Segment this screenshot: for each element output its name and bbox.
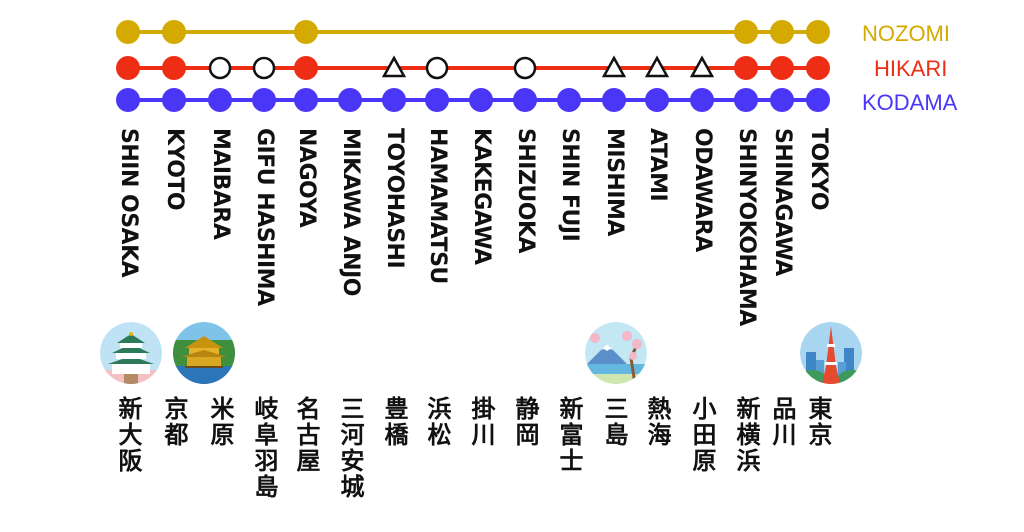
hikari-few-stop-triangle-icon bbox=[644, 55, 670, 78]
hikari-stop-marker bbox=[294, 56, 318, 80]
station-name-en: KAKEGAWA bbox=[469, 128, 494, 265]
station-name-en: TOKYO bbox=[806, 128, 831, 211]
nozomi-stop-marker bbox=[770, 20, 794, 44]
station-name-en: SHIN OSAKA bbox=[116, 128, 141, 278]
nozomi-stop-marker bbox=[294, 20, 318, 44]
kodama-stop-marker bbox=[734, 88, 758, 112]
kodama-stop-marker bbox=[602, 88, 626, 112]
legend-hikari: HIKARI bbox=[874, 56, 948, 81]
station-name-jp: 新富士 bbox=[555, 396, 583, 474]
station-name-en: MAIBARA bbox=[208, 128, 233, 240]
station-mishima: MISHIMA 三島 bbox=[594, 0, 634, 532]
station-shinagawa: SHINAGAWA 品川 bbox=[762, 0, 802, 532]
station-name-en: SHIN FUJI bbox=[557, 128, 582, 242]
station-name-en: MIKAWA ANJO bbox=[338, 128, 363, 296]
hikari-stop-marker bbox=[806, 56, 830, 80]
hikari-few-stop-triangle-icon bbox=[689, 55, 715, 78]
station-toyohashi: TOYOHASHI 豊橋 bbox=[374, 0, 414, 532]
hikari-some-stop-circle-icon bbox=[425, 56, 449, 80]
station-nagoya: NAGOYA 名古屋 bbox=[286, 0, 326, 532]
station-name-jp: 新大阪 bbox=[114, 396, 142, 474]
station-hamamatsu: HAMAMATSU 浜松 bbox=[417, 0, 457, 532]
station-kyoto: KYOTO 京都 bbox=[154, 0, 194, 532]
station-name-en: KYOTO bbox=[162, 128, 187, 211]
hikari-some-stop-circle-icon bbox=[208, 56, 232, 80]
nozomi-stop-marker bbox=[116, 20, 140, 44]
station-name-en: HAMAMATSU bbox=[425, 128, 450, 284]
station-name-jp: 静岡 bbox=[511, 396, 539, 448]
station-gifu-hashima: GIFU HASHIMA 岐阜羽島 bbox=[244, 0, 284, 532]
station-name-jp: 東京 bbox=[804, 396, 832, 448]
hikari-few-stop-triangle-icon bbox=[601, 55, 627, 78]
station-markers bbox=[116, 20, 830, 112]
station-name-en: SHIZUOKA bbox=[513, 128, 538, 254]
kodama-stop-marker bbox=[116, 88, 140, 112]
station-shinyokohama: SHINYOKOHAMA 新横浜 bbox=[726, 0, 766, 532]
station-name-en: NAGOYA bbox=[294, 128, 319, 228]
station-shin-fuji: SHIN FUJI 新富士 bbox=[549, 0, 589, 532]
hikari-few-stop-triangle-icon bbox=[381, 55, 407, 78]
station-name-jp: 浜松 bbox=[423, 396, 451, 448]
station-name-en: ATAMI bbox=[645, 128, 670, 202]
mount-fuji-icon bbox=[585, 322, 647, 384]
hikari-stop-marker bbox=[116, 56, 140, 80]
station-name-jp: 品川 bbox=[768, 396, 796, 448]
osaka-castle-icon bbox=[100, 322, 162, 384]
hikari-some-stop-circle-icon bbox=[513, 56, 537, 80]
station-name-jp: 名古屋 bbox=[292, 396, 320, 474]
kodama-stop-marker bbox=[338, 88, 362, 112]
kodama-stop-marker bbox=[294, 88, 318, 112]
station-name-jp: 小田原 bbox=[688, 396, 716, 474]
station-shin-osaka: SHIN OSAKA 新大阪 bbox=[108, 0, 148, 532]
station-name-jp: 豊橋 bbox=[380, 396, 408, 448]
station-name-en: SHINAGAWA bbox=[770, 128, 795, 276]
hikari-some-stop-circle-icon bbox=[252, 56, 276, 80]
nozomi-stop-marker bbox=[806, 20, 830, 44]
kodama-stop-marker bbox=[469, 88, 493, 112]
station-name-en: MISHIMA bbox=[602, 128, 627, 236]
station-name-jp: 熱海 bbox=[643, 396, 671, 448]
kodama-stop-marker bbox=[690, 88, 714, 112]
station-kakegawa: KAKEGAWA 掛川 bbox=[461, 0, 501, 532]
kodama-stop-marker bbox=[162, 88, 186, 112]
kodama-stop-marker bbox=[806, 88, 830, 112]
station-name-en: ODAWARA bbox=[690, 128, 715, 252]
legend-kodama: KODAMA bbox=[862, 90, 958, 115]
kodama-stop-marker bbox=[770, 88, 794, 112]
station-name-jp: 新横浜 bbox=[732, 396, 760, 474]
station-mikawa-anjo: MIKAWA ANJO 三河安城 bbox=[330, 0, 370, 532]
station-tokyo: TOKYO 東京 bbox=[798, 0, 838, 532]
station-name-en: GIFU HASHIMA bbox=[252, 128, 277, 306]
station-atami: ATAMI 熱海 bbox=[637, 0, 677, 532]
station-name-jp: 掛川 bbox=[467, 396, 495, 448]
kodama-stop-marker bbox=[252, 88, 276, 112]
station-name-en: TOYOHASHI bbox=[382, 128, 407, 269]
kodama-stop-marker bbox=[513, 88, 537, 112]
station-odawara: ODAWARA 小田原 bbox=[682, 0, 722, 532]
kodama-stop-marker bbox=[382, 88, 406, 112]
kodama-stop-marker bbox=[645, 88, 669, 112]
hikari-stop-marker bbox=[162, 56, 186, 80]
nozomi-stop-marker bbox=[734, 20, 758, 44]
station-name-jp: 米原 bbox=[206, 396, 234, 448]
legend-nozomi: NOZOMI bbox=[862, 21, 950, 46]
hikari-stop-marker bbox=[770, 56, 794, 80]
tokyo-tower-icon bbox=[800, 322, 862, 384]
station-shizuoka: SHIZUOKA 静岡 bbox=[505, 0, 545, 532]
kinkakuji-icon bbox=[173, 322, 235, 384]
station-name-jp: 三島 bbox=[600, 396, 628, 448]
station-name-jp: 三河安城 bbox=[336, 396, 364, 500]
kodama-stop-marker bbox=[208, 88, 232, 112]
station-name-en: SHINYOKOHAMA bbox=[734, 128, 759, 326]
station-name-jp: 京都 bbox=[160, 396, 188, 448]
kodama-stop-marker bbox=[557, 88, 581, 112]
kodama-stop-marker bbox=[425, 88, 449, 112]
nozomi-stop-marker bbox=[162, 20, 186, 44]
hikari-stop-marker bbox=[734, 56, 758, 80]
station-maibara: MAIBARA 米原 bbox=[200, 0, 240, 532]
station-name-jp: 岐阜羽島 bbox=[250, 396, 278, 500]
